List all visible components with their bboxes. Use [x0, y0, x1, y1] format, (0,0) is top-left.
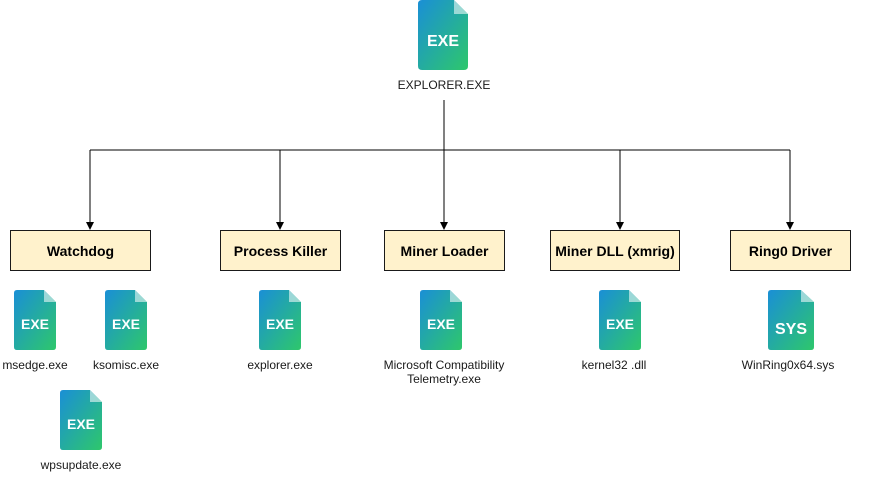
file-icon-badge: EXE: [21, 316, 49, 332]
exe-file-icon: EXE: [105, 290, 147, 350]
exe-file-icon: EXE: [14, 290, 56, 350]
miner-dll-box[interactable]: Miner DLL (xmrig): [550, 230, 680, 271]
miner-loader-label: Miner Loader: [400, 242, 489, 259]
file-label-winring0: WinRing0x64.sys: [741, 358, 835, 372]
watchdog-label: Watchdog: [46, 242, 115, 259]
exe-file-icon: EXE: [420, 290, 462, 350]
root-icon-badge: EXE: [427, 33, 459, 50]
sys-file-icon: SYS: [768, 290, 814, 350]
root-file-label: EXPLORER.EXE: [397, 78, 491, 92]
file-label-compattelemetry: Microsoft Compatibility Telemetry.exe: [383, 358, 505, 386]
watchdog-box[interactable]: Watchdog: [10, 230, 151, 271]
miner-loader-box[interactable]: Miner Loader: [384, 230, 505, 271]
file-label-msedge: msedge.exe: [2, 358, 68, 372]
exe-file-icon: EXE: [259, 290, 301, 350]
ring0-driver-label: Ring0 Driver: [748, 242, 833, 259]
miner-dll-label: Miner DLL (xmrig): [555, 242, 675, 259]
file-icon-badge: EXE: [266, 316, 294, 332]
ring0-driver-box[interactable]: Ring0 Driver: [730, 230, 851, 271]
root-exe-file-icon: EXE: [418, 0, 468, 70]
process-killer-label: Process Killer: [233, 242, 328, 259]
file-label-kernel32: kernel32 .dll: [581, 358, 647, 372]
file-icon-badge: EXE: [67, 416, 95, 432]
file-label-explorer: explorer.exe: [247, 358, 313, 372]
file-icon-badge: EXE: [606, 316, 634, 332]
file-icon-badge: EXE: [112, 316, 140, 332]
file-label-wpsupdate: wpsupdate.exe: [40, 458, 122, 472]
exe-file-icon: EXE: [60, 390, 102, 450]
file-icon-badge: SYS: [775, 321, 807, 338]
file-icon-badge: EXE: [427, 316, 455, 332]
file-label-ksomisc: ksomisc.exe: [92, 358, 160, 372]
process-killer-box[interactable]: Process Killer: [220, 230, 341, 271]
exe-file-icon: EXE: [599, 290, 641, 350]
